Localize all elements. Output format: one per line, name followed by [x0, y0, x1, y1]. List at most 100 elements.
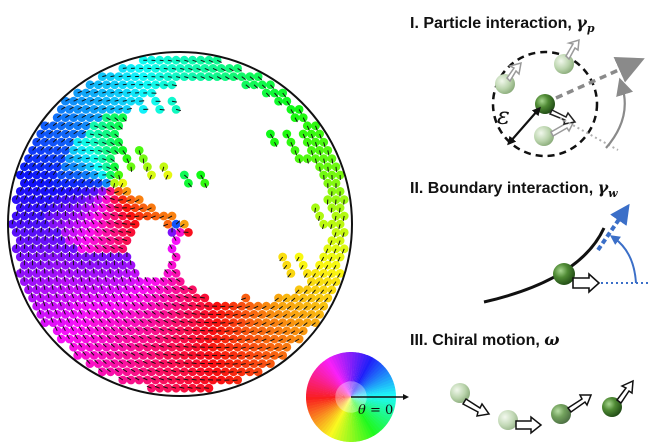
particle-heading: [315, 297, 320, 303]
particle-heading: [187, 304, 193, 307]
particle-heading: [58, 317, 62, 323]
particle-heading: [216, 59, 222, 63]
particle-heading: [191, 296, 197, 299]
color-wheel-wedge: [328, 356, 351, 397]
particle-heading: [163, 386, 169, 389]
color-wheel-wedge: [330, 355, 351, 397]
particle-heading: [89, 178, 94, 184]
particle: [196, 334, 206, 344]
color-wheel-wedge: [351, 397, 386, 429]
particle-heading: [44, 186, 48, 192]
particle-heading: [60, 235, 63, 241]
particle: [138, 334, 148, 344]
particle-heading: [64, 194, 68, 200]
particle-heading: [131, 318, 136, 323]
particle-heading: [66, 317, 70, 323]
particle-heading: [81, 194, 83, 200]
color-wheel-wedge: [351, 354, 368, 397]
particle-heading: [303, 322, 308, 327]
particle-heading: [179, 386, 185, 389]
particle-heading: [68, 219, 70, 225]
particle-heading: [62, 309, 66, 315]
particle-heading: [31, 276, 34, 282]
particle-heading: [175, 378, 181, 381]
particle-heading: [179, 286, 185, 291]
color-wheel-wedge: [308, 397, 351, 416]
particle-heading: [163, 302, 169, 307]
particle-heading: [61, 106, 66, 110]
color-wheel-wedge: [305, 393, 351, 398]
particle-heading: [36, 202, 39, 208]
particle-heading: [48, 130, 54, 135]
particle-heading: [126, 327, 132, 332]
particle-heading: [300, 264, 304, 270]
particle-heading: [191, 312, 197, 315]
particle-heading: [82, 334, 87, 340]
particle-heading: [265, 92, 271, 98]
particle-heading: [54, 326, 58, 332]
particle-heading: [110, 343, 115, 348]
color-wheel-wedge: [309, 375, 351, 397]
particle-heading: [56, 178, 61, 184]
particle-heading: [146, 352, 152, 356]
particle-heading: [113, 237, 119, 242]
particle-heading: [332, 281, 337, 286]
panel-chiral-motion: III. Chiral motion, ω: [410, 330, 634, 435]
particle-heading: [171, 336, 177, 340]
chiral-particle-step: [602, 397, 622, 417]
particle: [237, 318, 247, 327]
particle-heading: [287, 273, 292, 278]
particle-heading: [92, 268, 95, 274]
particle-heading: [143, 293, 148, 299]
particle: [15, 219, 25, 229]
particle: [159, 211, 169, 221]
particle-heading: [118, 376, 124, 381]
particle-heading: [286, 133, 290, 139]
particle-heading: [183, 329, 189, 332]
particle: [40, 203, 50, 213]
particle-heading: [62, 326, 66, 332]
particle-heading: [34, 301, 38, 307]
particle-heading: [28, 219, 31, 225]
particle-heading: [73, 178, 77, 184]
particle-heading: [167, 311, 173, 315]
particle-heading: [134, 215, 140, 218]
particle-heading: [116, 285, 120, 290]
orientation-color-wheel: [305, 352, 397, 442]
particle-heading: [102, 141, 108, 145]
particle-heading: [52, 202, 55, 208]
particle: [237, 301, 247, 311]
particle: [61, 162, 70, 172]
particle: [138, 367, 148, 377]
particle-heading: [23, 194, 27, 200]
particle: [179, 285, 189, 295]
particle-heading: [335, 166, 337, 172]
particle-heading: [106, 180, 112, 184]
particle-heading: [81, 98, 87, 102]
particle-heading: [126, 199, 132, 202]
particle: [216, 326, 226, 336]
particle-heading: [244, 338, 251, 341]
particle-heading: [101, 186, 103, 192]
particle-heading: [171, 269, 177, 274]
particle-heading: [303, 305, 308, 310]
particle: [56, 219, 66, 229]
color-wheel-wedge: [334, 397, 351, 440]
particle-heading: [114, 368, 119, 373]
particle-heading: [134, 327, 140, 332]
particle: [122, 219, 132, 229]
color-wheel-wedge: [309, 397, 351, 419]
color-wheel-wedge: [351, 378, 394, 397]
chiral-arrow: [566, 394, 593, 414]
particle: [134, 195, 144, 205]
particle-heading: [118, 141, 123, 147]
particle: [175, 326, 185, 336]
particle-heading: [77, 106, 83, 110]
particle-heading: [320, 256, 325, 262]
particle-heading: [167, 215, 173, 219]
particle-heading: [167, 277, 173, 282]
particle-heading: [120, 276, 124, 282]
particle-heading: [175, 108, 182, 112]
particle: [171, 55, 181, 65]
particle-heading: [290, 330, 296, 334]
